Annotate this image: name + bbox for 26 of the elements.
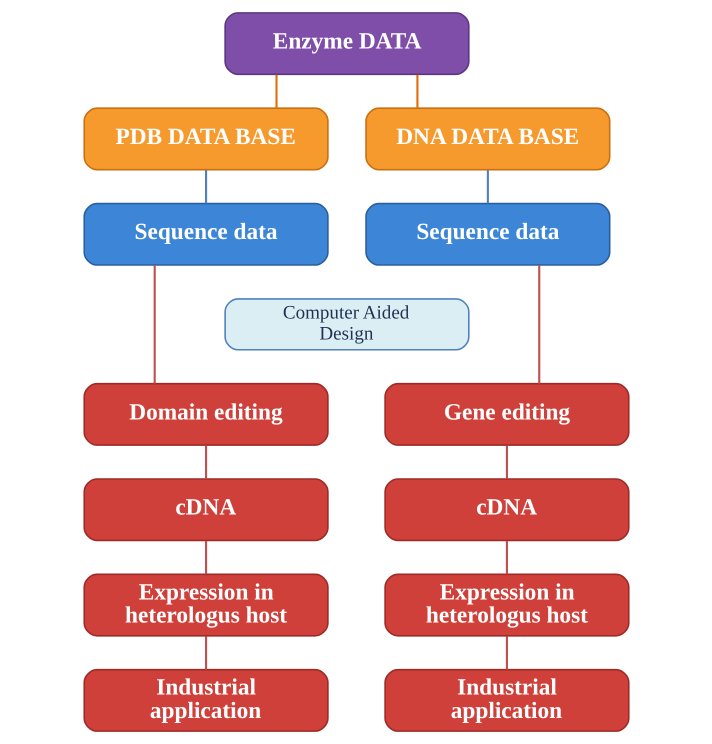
connector <box>416 74 418 108</box>
node-box: Expression in heterologus host <box>384 574 630 637</box>
node-box: Sequence data <box>82 202 328 266</box>
connector <box>538 265 540 384</box>
node-box: Gene editing <box>384 382 630 446</box>
node-box: Enzyme DATA <box>224 12 470 76</box>
node-box: Expression in heterologus host <box>82 574 328 637</box>
node-box: PDB DATA BASE <box>82 107 328 170</box>
connector <box>153 265 156 384</box>
node-box: Sequence data <box>364 202 610 266</box>
node-box: cDNA <box>384 478 630 542</box>
connector <box>505 540 508 574</box>
node-box: cDNA <box>82 478 328 542</box>
connector <box>204 540 207 574</box>
connector <box>204 170 207 204</box>
connector <box>505 446 508 479</box>
node-box: DNA DATA BASE <box>364 107 610 170</box>
node-box: Domain editing <box>82 382 328 446</box>
connector <box>204 636 207 670</box>
connector <box>274 74 278 108</box>
connector <box>204 446 207 479</box>
connector <box>505 636 508 670</box>
node-box: Industrial application <box>82 668 328 732</box>
node-box: Industrial application <box>384 668 630 732</box>
node-box: Computer Aided Design <box>224 298 470 351</box>
connector <box>486 170 488 204</box>
